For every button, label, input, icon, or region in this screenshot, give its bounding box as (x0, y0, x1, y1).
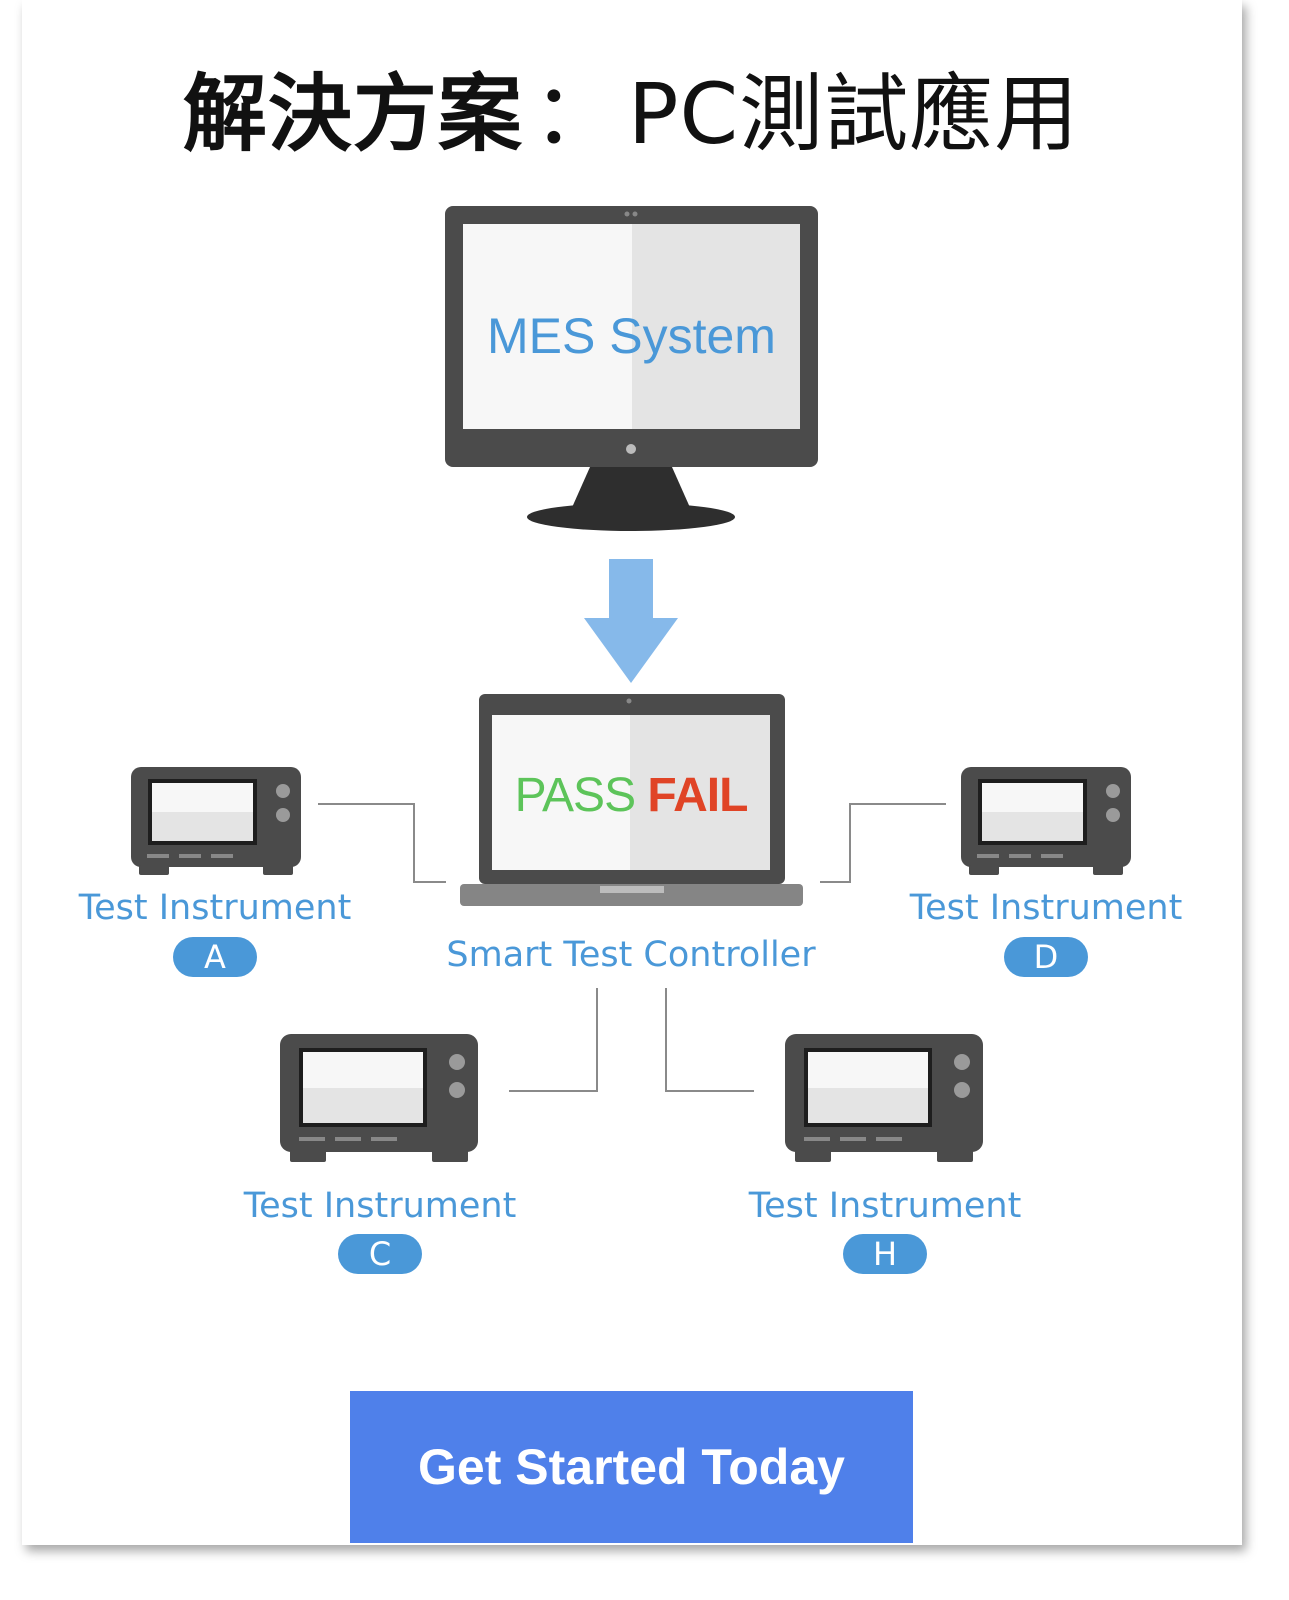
monitor-icon (445, 206, 818, 531)
connector-line-a (318, 803, 446, 883)
fail-text: FAIL (647, 769, 748, 822)
pass-fail-display: PASS FAIL (492, 766, 770, 826)
instrument-label-d: Test Instrument (909, 888, 1183, 928)
instrument-label-h: Test Instrument (748, 1186, 1022, 1226)
controller-label: Smart Test Controller (446, 935, 816, 975)
mes-system-label: MES System (487, 308, 776, 364)
title-main: 解決方案 (182, 65, 523, 163)
instrument-label-c: Test Instrument (243, 1186, 517, 1226)
connector-line-d (820, 803, 946, 883)
instrument-badge-d: D (1004, 937, 1088, 977)
instrument-badge-c: C (338, 1234, 422, 1274)
instrument-label-a: Test Instrument (78, 888, 352, 928)
instrument-icon-c (280, 1034, 478, 1162)
instrument-badge-a: A (173, 937, 257, 977)
down-arrow-icon (584, 559, 678, 683)
get-started-button[interactable]: Get Started Today (350, 1391, 913, 1543)
pass-text: PASS (514, 769, 636, 822)
page-title: 解決方案：PC測試應用 (0, 64, 1262, 164)
title-separator: ： (532, 65, 618, 163)
connector-line-c (509, 988, 598, 1092)
instrument-icon-h (785, 1034, 983, 1162)
instrument-badge-h: H (843, 1234, 927, 1274)
connector-line-h (665, 988, 754, 1092)
instrument-icon-d (961, 767, 1131, 875)
laptop-icon (460, 694, 803, 906)
title-sub: PC測試應用 (627, 65, 1080, 163)
connector-lines (318, 803, 946, 1092)
instrument-icon-a (131, 767, 301, 875)
